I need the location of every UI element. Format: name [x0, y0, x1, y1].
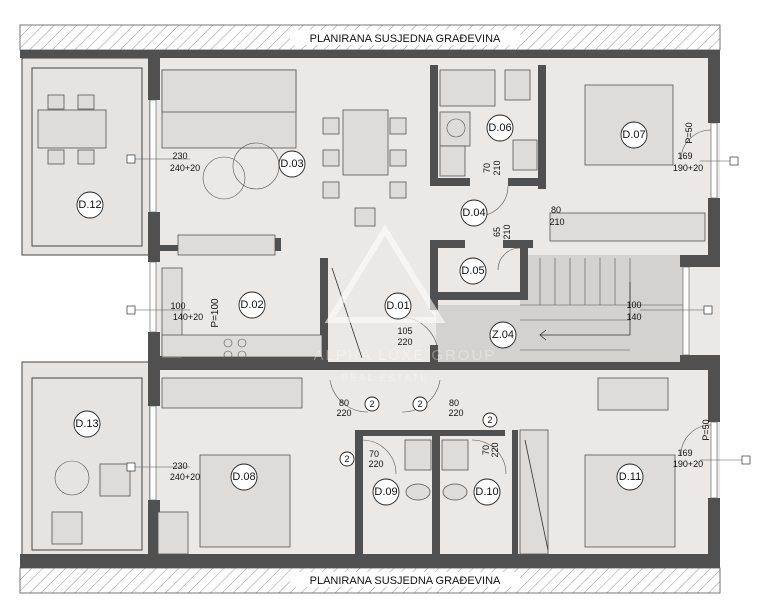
- room-tag-d01: D.01: [384, 292, 412, 320]
- walls: [20, 50, 720, 568]
- svg-text:70: 70: [369, 449, 379, 459]
- dining-table: [342, 109, 389, 176]
- watermark: ALPHA LUXE GROUP REAL ESTATE: [314, 224, 497, 384]
- svg-text:P=50: P=50: [701, 419, 711, 440]
- svg-text:100: 100: [170, 301, 185, 311]
- svg-text:190+20: 190+20: [673, 459, 703, 469]
- door-type-markers: 2 2 2 2: [339, 396, 498, 467]
- room-tag-d03: D.03: [278, 150, 306, 178]
- svg-text:80: 80: [551, 205, 561, 215]
- svg-text:Z.04: Z.04: [492, 329, 514, 341]
- svg-text:220: 220: [397, 337, 412, 347]
- room-tag-d09: D.09: [372, 478, 400, 506]
- window-leaders: [126, 154, 751, 472]
- room-tag-d12: D.12: [76, 191, 104, 219]
- svg-text:2: 2: [487, 415, 492, 425]
- neighbor-label-bottom: PLANIRANA SUSJEDNA GRAĐEVINA: [310, 575, 501, 587]
- neighbor-building-top: PLANIRANA SUSJEDNA GRAĐEVINA: [19, 24, 721, 51]
- svg-text:80: 80: [339, 398, 349, 408]
- room-tag-d07: D.07: [620, 121, 648, 149]
- svg-text:240+20: 240+20: [170, 163, 200, 173]
- svg-text:D.05: D.05: [461, 265, 484, 277]
- kitchen-counter: [161, 334, 323, 358]
- svg-text:70: 70: [482, 163, 492, 173]
- svg-text:80: 80: [449, 398, 459, 408]
- room-tag-d06: D.06: [486, 114, 514, 142]
- svg-text:P=50: P=50: [684, 122, 694, 143]
- balcony-table: [37, 109, 107, 149]
- svg-text:D.08: D.08: [232, 471, 255, 483]
- room-tag-d11: D.11: [616, 463, 644, 491]
- svg-text:169: 169: [677, 448, 692, 458]
- svg-text:D.12: D.12: [78, 199, 101, 211]
- svg-text:220: 220: [490, 442, 500, 457]
- watermark-line1: ALPHA LUXE GROUP: [314, 347, 497, 364]
- svg-text:190+20: 190+20: [673, 163, 703, 173]
- svg-text:D.04: D.04: [462, 207, 485, 219]
- svg-text:220: 220: [368, 459, 383, 469]
- svg-text:210: 210: [549, 217, 564, 227]
- svg-text:140+20: 140+20: [173, 312, 203, 322]
- svg-text:230: 230: [172, 151, 187, 161]
- svg-text:169: 169: [677, 151, 692, 161]
- svg-text:2: 2: [417, 399, 422, 409]
- watermark-line2: REAL ESTATE: [341, 373, 429, 384]
- svg-text:100: 100: [626, 300, 641, 310]
- staircase: [520, 255, 685, 307]
- svg-text:D.09: D.09: [374, 486, 397, 498]
- svg-text:D.03: D.03: [280, 158, 303, 170]
- svg-text:140: 140: [626, 312, 641, 322]
- svg-text:D.02: D.02: [240, 299, 263, 311]
- svg-text:D.06: D.06: [488, 122, 511, 134]
- svg-text:65: 65: [492, 227, 502, 237]
- room-tag-z04: Z.04: [489, 321, 517, 349]
- svg-text:P=100: P=100: [210, 298, 221, 328]
- room-tag-d02: D.02: [238, 291, 266, 319]
- svg-text:2: 2: [369, 399, 374, 409]
- svg-text:D.07: D.07: [622, 129, 645, 141]
- room-tags: D.01 D.02 D.03 D.04 D.05 D.06 D.07 D.08 …: [73, 114, 648, 506]
- room-tag-d08: D.08: [230, 463, 258, 491]
- svg-text:2: 2: [344, 454, 349, 464]
- svg-text:D.11: D.11: [619, 471, 641, 483]
- stair-steps: [520, 258, 685, 351]
- svg-text:D.13: D.13: [75, 418, 98, 430]
- svg-text:210: 210: [492, 160, 502, 175]
- room-tag-d10: D.10: [473, 478, 501, 506]
- dimension-labels: 230 240+20 70 210 P=50 169 190+20 80 210…: [170, 122, 711, 482]
- room-tag-d13: D.13: [73, 410, 101, 438]
- furniture: [37, 69, 706, 555]
- svg-text:220: 220: [448, 408, 463, 418]
- neighbor-label-top: PLANIRANA SUSJEDNA GRAĐEVINA: [310, 33, 501, 45]
- svg-text:70: 70: [481, 445, 491, 455]
- svg-text:D.10: D.10: [475, 486, 498, 498]
- svg-text:230: 230: [172, 461, 187, 471]
- svg-text:240+20: 240+20: [170, 472, 200, 482]
- svg-text:220: 220: [336, 408, 351, 418]
- room-tag-d04: D.04: [460, 199, 488, 227]
- svg-text:210: 210: [502, 224, 512, 239]
- svg-text:D.01: D.01: [386, 300, 409, 312]
- room-tag-d05: D.05: [459, 257, 487, 285]
- svg-text:105: 105: [397, 326, 412, 336]
- neighbor-building-bottom: PLANIRANA SUSJEDNA GRAĐEVINA: [19, 567, 721, 594]
